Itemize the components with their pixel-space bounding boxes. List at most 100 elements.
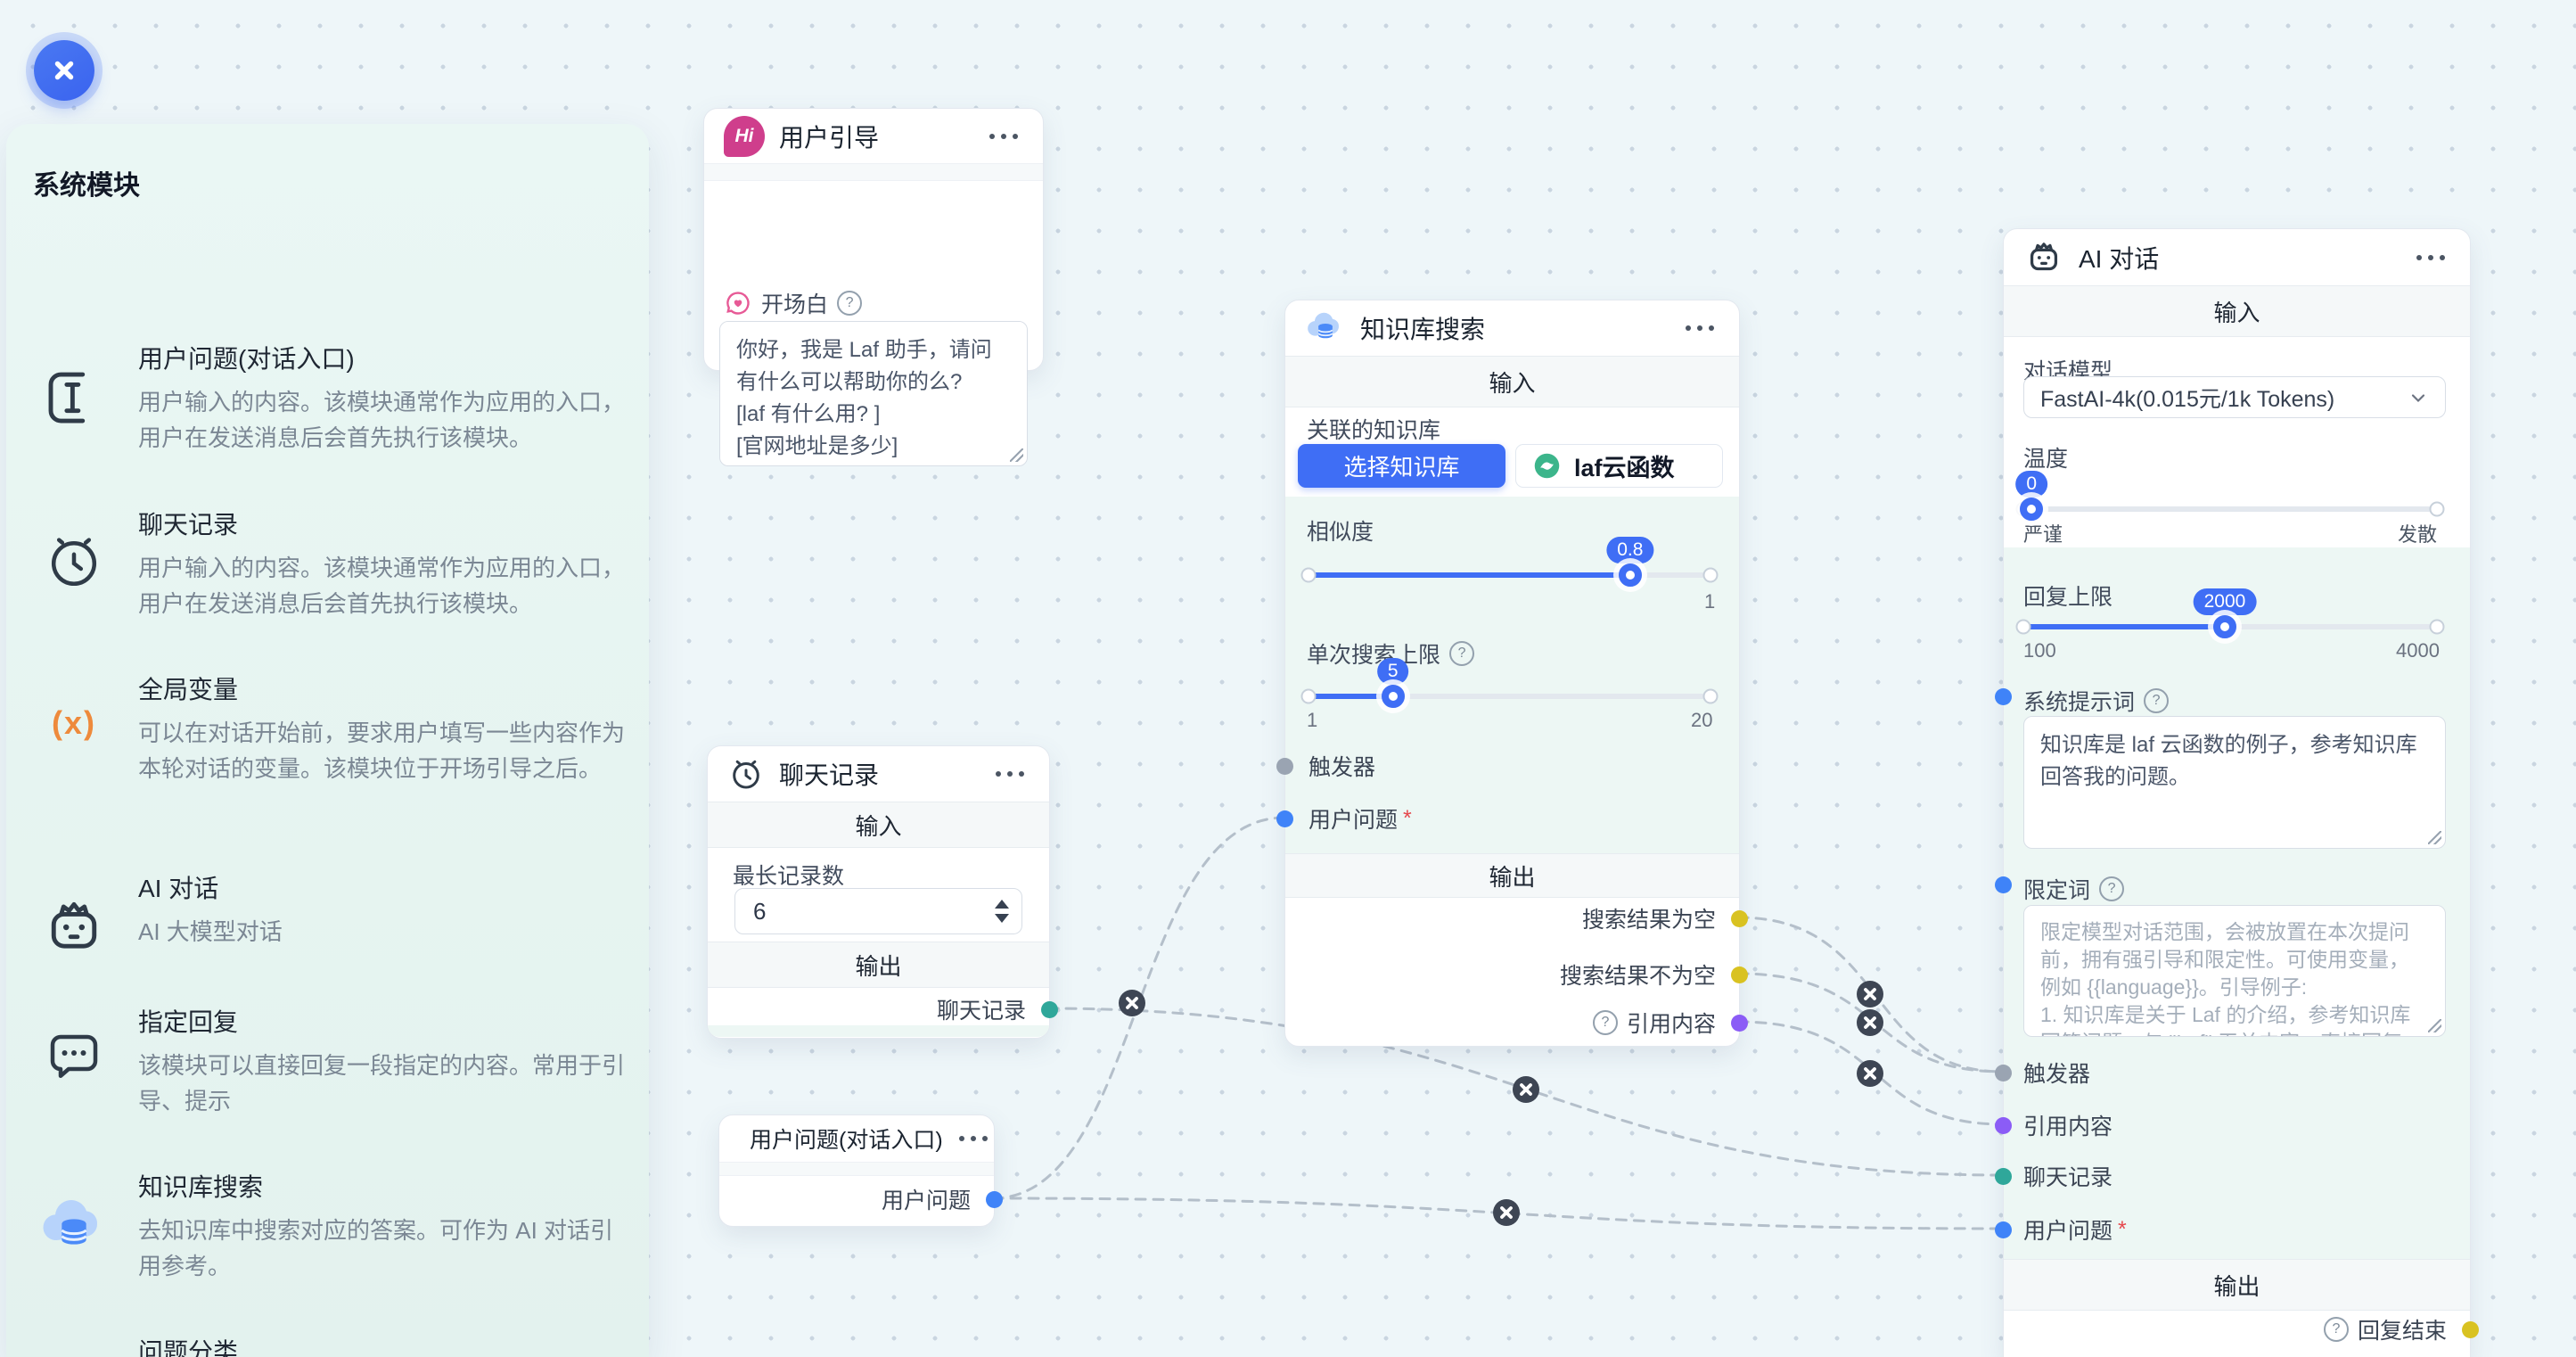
node-kb-search-header[interactable]: 知识库搜索 — [1285, 300, 1739, 356]
edge-delete-button[interactable] — [1857, 981, 1883, 1007]
port-kb-trigger-in[interactable] — [1276, 758, 1293, 775]
quote-port-row: 引用内容 — [2023, 1114, 2113, 1139]
node-footer-strip — [708, 1025, 1049, 1037]
sidebar-item-desc: 可以在对话开始前，要求用户填写一些内容作为本轮对话的变量。该模块位于开场引导之后… — [138, 720, 626, 782]
port-ai-system-prompt-in[interactable] — [1995, 688, 2012, 705]
input-section-bar: 输入 — [1285, 356, 1739, 407]
system-prompt-textarea[interactable]: 知识库是 laf 云函数的例子，参考知识库回答我的问题。 — [2023, 716, 2446, 849]
model-select[interactable]: FastAI-4k(0.015元/1k Tokens) — [2023, 376, 2446, 418]
sidebar-item-chat-history[interactable]: 聊天记录 用户输入的内容。该模块通常作为应用的入口，用户在发送消息后会首先执行该… — [31, 506, 631, 621]
welcome-textarea[interactable]: 你好，我是 Laf 助手，请问有什么可以帮助你的么? [laf 有什么用? ] … — [719, 321, 1028, 466]
edge-delete-button[interactable] — [1493, 1199, 1520, 1226]
port-kb-question-in[interactable] — [1276, 810, 1293, 827]
sidebar-item-fixed-reply[interactable]: 指定回复 该模块可以直接回复一段指定的内容。常用于引导、提示 — [31, 1003, 631, 1119]
help-icon[interactable] — [2099, 876, 2125, 901]
port-kb-empty-out[interactable] — [1731, 910, 1748, 927]
node-user-question-header[interactable]: 用户问题(对话入口) — [719, 1115, 994, 1162]
output-section-bar: 输出 — [2004, 1259, 2470, 1311]
question-port-row: 用户问题* — [1309, 805, 1412, 834]
node-user-guide[interactable]: Hi 用户引导 开场白 你好，我是 Laf 助手，请问有什么可以帮助你的么? [… — [703, 108, 1044, 466]
edge-delete-button[interactable] — [1857, 1060, 1883, 1087]
heart-bubble-icon — [726, 292, 750, 315]
node-kb-search[interactable]: 知识库搜索 输入 关联的知识库 选择知识库 laf云函数 相似度 0.8 1 单… — [1276, 300, 1748, 1047]
port-kb-unempty-out[interactable] — [1731, 966, 1748, 983]
sidebar-item-question-classify[interactable]: 问题分类 可以判断用户问题属于哪方面问题，从而执行不同的操作。 — [31, 1333, 631, 1357]
trigger-port-row: 触发器 — [1309, 755, 1376, 780]
node-user-guide-header[interactable]: Hi 用户引导 — [704, 109, 1043, 163]
sidebar-item-desc: 用户输入的内容。该模块通常作为应用的入口，用户在发送消息后会首先执行该模块。 — [138, 555, 626, 617]
help-icon[interactable] — [2144, 688, 2170, 713]
node-title: AI 对话 — [2079, 244, 2160, 273]
system-prompt-wrap: 知识库是 laf 云函数的例子，参考知识库回答我的问题。 — [2023, 716, 2446, 849]
node-user-question[interactable]: 用户问题(对话入口) 用户问题 — [718, 1114, 1003, 1227]
slider-handle[interactable] — [2020, 498, 2044, 521]
node-chat-history[interactable]: 聊天记录 输入 最长记录数 6 输出 聊天记录 — [707, 745, 1058, 1039]
port-ai-limit-in[interactable] — [1995, 876, 2012, 893]
sidebar-item-user-question[interactable]: 用户问题(对话入口) 用户输入的内容。该模块通常作为应用的入口，用户在发送消息后… — [31, 340, 631, 456]
help-icon[interactable] — [2323, 1317, 2349, 1342]
help-icon[interactable] — [1449, 641, 1475, 666]
port-user-question-out[interactable] — [986, 1191, 1003, 1208]
limit-words-textarea[interactable] — [2023, 905, 2446, 1037]
sidebar-item-kb-search[interactable]: 知识库搜索 去知识库中搜索对应的答案。可作为 AI 对话引用参考。 — [31, 1168, 631, 1284]
max-records-input[interactable]: 6 — [734, 888, 1022, 934]
max-reply-slider[interactable]: 2000 — [2015, 588, 2445, 638]
stepper-up-icon[interactable] — [995, 900, 1009, 909]
sidebar-item-global-variable[interactable]: (x) 全局变量 可以在对话开始前，要求用户填写一些内容作为本轮对话的变量。该模… — [31, 670, 631, 786]
edge-delete-button[interactable] — [1513, 1076, 1539, 1103]
port-ai-history-in[interactable] — [1995, 1168, 2012, 1185]
port-kb-quote-out[interactable] — [1731, 1015, 1748, 1032]
edge-delete-button[interactable] — [1119, 990, 1145, 1016]
similarity-max-label: 1 — [1704, 590, 1716, 613]
slider-handle[interactable] — [1618, 563, 1642, 587]
output-section-bar: 输出 — [708, 942, 1049, 988]
welcome-field-label: 开场白 — [724, 287, 863, 319]
search-limit-slider[interactable]: 5 — [1300, 658, 1719, 708]
select-kb-button[interactable]: 选择知识库 — [1298, 444, 1505, 488]
laf-icon — [1534, 453, 1560, 479]
sidebar-item-title: 全局变量 — [138, 676, 239, 703]
sidebar-item-title: 问题分类 — [138, 1338, 239, 1357]
output-unempty-row: 搜索结果不为空 — [1559, 964, 1716, 989]
slider-handle[interactable] — [2212, 615, 2236, 638]
header-divider — [704, 163, 1043, 181]
slider-handle[interactable] — [1381, 685, 1405, 708]
help-icon[interactable] — [837, 291, 863, 316]
output-port-row: 用户问题 — [881, 1188, 971, 1213]
sidebar-item-title: 指定回复 — [138, 1008, 239, 1036]
port-ai-question-in[interactable] — [1995, 1221, 2012, 1238]
sidebar-item-ai-chat[interactable]: AI 对话 AI 大模型对话 — [31, 869, 631, 962]
more-menu-icon[interactable] — [2411, 250, 2450, 266]
clock-icon — [31, 506, 117, 621]
clock-icon — [733, 760, 759, 789]
port-chat-history-out[interactable] — [1041, 1001, 1058, 1018]
history-port-row: 聊天记录 — [2023, 1165, 2113, 1190]
node-ai-chat-header[interactable]: AI 对话 — [2004, 229, 2470, 285]
port-ai-done-out[interactable] — [2462, 1321, 2479, 1338]
robot-icon — [2030, 242, 2058, 270]
kb-dataset-tag[interactable]: laf云函数 — [1515, 444, 1723, 488]
sidebar-item-desc: AI 大模型对话 — [138, 918, 283, 945]
temp-min-label: 严谨 — [2023, 523, 2063, 546]
more-menu-icon[interactable] — [1680, 320, 1719, 336]
more-menu-icon[interactable] — [954, 1131, 993, 1147]
port-ai-trigger-in[interactable] — [1995, 1065, 2012, 1081]
stepper-down-icon[interactable] — [995, 914, 1009, 923]
help-icon[interactable] — [1592, 1010, 1618, 1035]
edge-delete-button[interactable] — [1857, 1009, 1883, 1036]
more-menu-icon[interactable] — [984, 128, 1023, 144]
node-chat-history-header[interactable]: 聊天记录 — [708, 746, 1049, 802]
temperature-slider[interactable]: 0 — [2015, 471, 2445, 521]
close-sidebar-button[interactable] — [34, 40, 94, 101]
port-ai-quote-in[interactable] — [1995, 1117, 2012, 1134]
node-ai-chat[interactable]: AI 对话 输入 对话模型 FastAI-4k(0.015元/1k Tokens… — [1995, 228, 2479, 1357]
sidebar-item-title: 聊天记录 — [138, 511, 239, 539]
sidebar-item-title: 知识库搜索 — [138, 1173, 264, 1201]
similarity-slider[interactable]: 0.8 — [1300, 537, 1719, 587]
temp-max-label: 发散 — [2398, 523, 2438, 546]
max-reply-label: 回复上限 — [2023, 585, 2113, 610]
more-menu-icon[interactable] — [990, 766, 1030, 782]
similarity-label: 相似度 — [1307, 520, 1374, 545]
